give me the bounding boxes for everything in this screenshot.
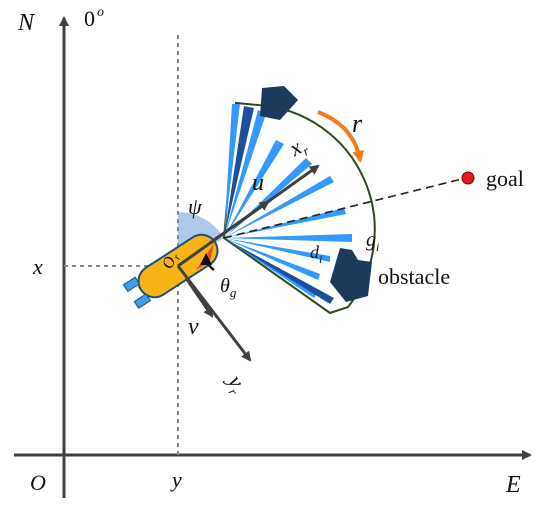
surge-label: u: [252, 170, 264, 196]
sway-arrow: [184, 277, 214, 318]
origin-label: O: [30, 470, 46, 495]
body-x-label: xr: [284, 131, 313, 164]
ray-3: [224, 110, 266, 238]
heading-zero-sup: o: [97, 5, 104, 20]
north-label: N: [17, 10, 36, 36]
x-coord-label: x: [32, 254, 43, 279]
ray-12: [224, 238, 334, 304]
east-label: E: [505, 472, 521, 498]
axes: [14, 16, 532, 498]
body-origin-label: Or: [159, 250, 183, 272]
ray-8: [224, 234, 352, 242]
obstacle-top: [260, 86, 298, 120]
surge-arrow: [213, 200, 270, 242]
ray-11: [224, 238, 318, 298]
goal-marker: [461, 171, 475, 185]
goal-label: goal: [486, 166, 524, 191]
guide-lines: [64, 35, 179, 455]
goal-direction-line: [223, 177, 467, 239]
heading-angle-label: ψ: [188, 194, 202, 219]
vessel-thruster-top: [122, 276, 141, 293]
goal-angle-label: θg: [220, 275, 237, 300]
ray-1: [224, 104, 240, 238]
y-coord-label: y: [170, 467, 182, 492]
obstacle-right: [330, 248, 372, 302]
ray-4: [224, 140, 284, 238]
goal-angle-arrow: [200, 253, 215, 271]
ray-10: [224, 238, 320, 280]
ray-2: [224, 106, 254, 238]
ray-6: [224, 176, 334, 238]
vessel-thruster-bottom: [133, 293, 152, 309]
ray-9: [224, 238, 330, 262]
yaw-rate-label: r: [352, 109, 363, 138]
sway-label: v: [188, 314, 199, 340]
yaw-rate-arrow: [317, 110, 365, 163]
heading-zero-label: 0: [84, 6, 95, 31]
obstacle-label: obstacle: [378, 264, 450, 289]
ray-dist-label: di: [310, 242, 322, 266]
ray-gap-label: gi: [366, 229, 379, 254]
body-y-label: yr: [220, 369, 253, 398]
